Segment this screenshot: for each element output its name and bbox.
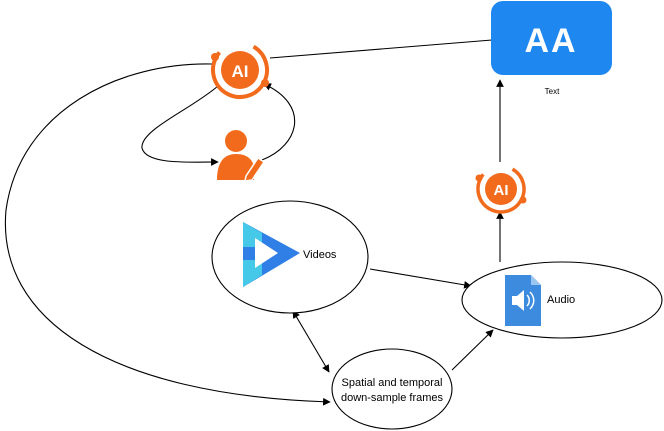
text-tile-glyph: AA xyxy=(524,22,577,60)
edge-ai-to-user xyxy=(141,85,219,166)
audio-node[interactable]: Audio xyxy=(461,261,663,339)
video-play-icon xyxy=(243,222,300,287)
text-format-icon xyxy=(491,1,612,75)
text-node-label: Text xyxy=(545,87,560,96)
ai-chip-icon xyxy=(211,41,269,99)
frames-ellipse xyxy=(331,348,453,430)
audio-label: Audio xyxy=(547,294,575,306)
frames-node[interactable]: Spatial and temporal down-sample frames xyxy=(331,348,453,430)
edge-ai-to-text xyxy=(269,39,493,59)
edge-ai-loop-to-frames xyxy=(4,63,331,406)
ai-top-glyph: AI xyxy=(232,62,249,81)
audio-file-icon xyxy=(505,275,541,326)
ai-chip-icon xyxy=(475,164,527,214)
text-node[interactable]: AA Text xyxy=(491,1,612,96)
user-edit-icon xyxy=(217,130,266,182)
edges xyxy=(4,39,504,406)
ai-top-node[interactable]: AI xyxy=(203,33,277,107)
videos-node[interactable]: Videos xyxy=(211,200,369,314)
edge-user-to-ai xyxy=(261,83,296,161)
ai-mid-glyph: AI xyxy=(494,182,509,199)
edge-frames-to-audio xyxy=(451,329,494,371)
edge-videos-frames xyxy=(292,310,330,373)
frames-label-line1: Spatial and temporal xyxy=(342,377,443,389)
ai-mid-node[interactable]: AI xyxy=(470,158,533,221)
user-node[interactable] xyxy=(217,130,266,182)
edge-videos-to-audio xyxy=(369,268,472,289)
videos-label: Videos xyxy=(303,249,337,261)
frames-label-line2: down-sample frames xyxy=(341,392,444,404)
